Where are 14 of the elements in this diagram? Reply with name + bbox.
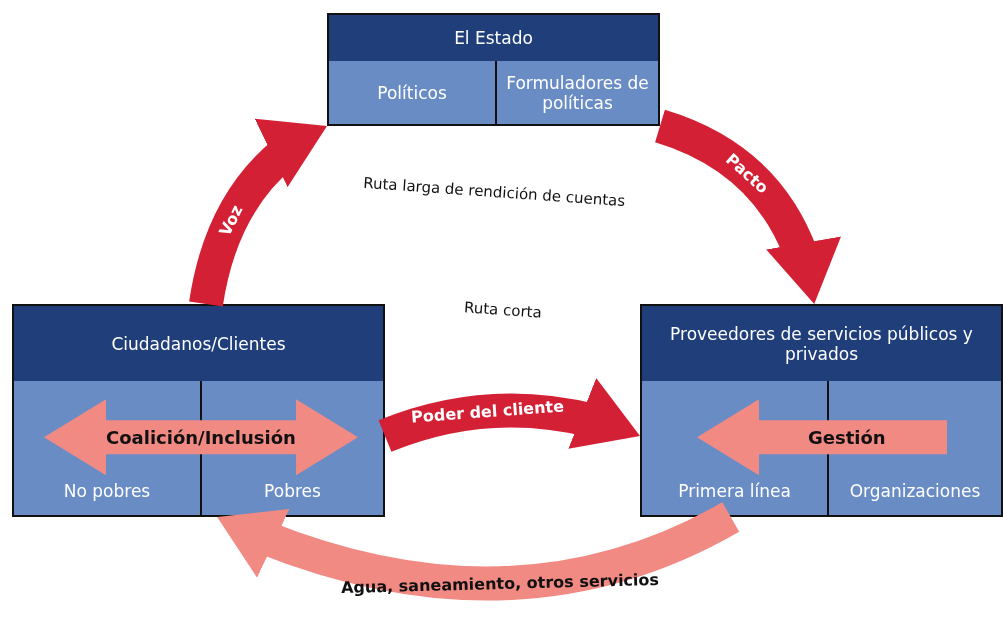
route-note: Ruta larga de rendición de cuentas <box>362 173 626 211</box>
block-arrow <box>697 399 947 476</box>
edge-label: Coalición/Inclusión <box>106 426 296 448</box>
edge-label: Gestión <box>808 426 886 448</box>
edge-label: Voz <box>215 202 247 239</box>
block-arrow <box>44 399 358 476</box>
edge-label: Poder del cliente <box>410 396 565 427</box>
cell-label: Formuladores de políticas <box>495 61 658 124</box>
panel-header: Ciudadanos/Clientes <box>14 306 383 383</box>
route-note: Ruta corta <box>463 298 543 322</box>
panel-header: Proveedores de servicios públicos y privados <box>642 306 1001 383</box>
edge-label: Agua, saneamiento, otros servicios <box>340 569 659 597</box>
group-panel <box>327 13 660 126</box>
panel-header: El Estado <box>329 15 658 63</box>
